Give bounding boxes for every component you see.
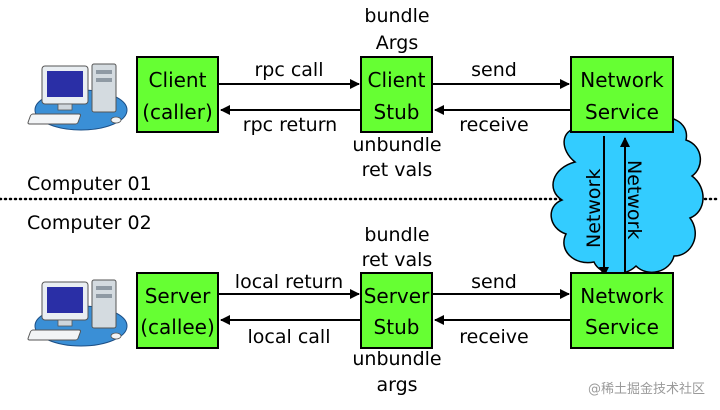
network-service-top-line1: Network xyxy=(580,68,664,92)
receive-top-label: receive xyxy=(459,114,528,136)
server-box-line1: Server xyxy=(145,284,211,308)
bundle-args-line2: Args xyxy=(376,32,418,54)
unbundle-ret-vals-line1: unbundle xyxy=(352,134,441,156)
local-return-label: local return xyxy=(235,271,343,293)
network-service-top-line2: Service xyxy=(585,100,659,124)
rpc-return-label: rpc return xyxy=(243,114,337,136)
server-stub-box: Server Stub xyxy=(360,272,433,349)
client-stub-line1: Client xyxy=(368,68,426,92)
send-top-label: send xyxy=(471,59,517,81)
network-service-bottom-line2: Service xyxy=(585,315,659,339)
network-service-bottom-box: Network Service xyxy=(570,272,674,349)
receive-bottom-label: receive xyxy=(459,326,528,348)
watermark: @稀土掘金技术社区 xyxy=(588,381,705,397)
network-service-top-box: Network Service xyxy=(570,56,674,133)
computer-02-label: Computer 02 xyxy=(27,212,152,234)
send-bottom-label: send xyxy=(471,271,517,293)
desktop-computer-icon xyxy=(27,279,128,347)
network-left-label: Network xyxy=(583,169,605,248)
bundle-args-line1: bundle xyxy=(364,5,429,27)
computer-01-label: Computer 01 xyxy=(27,173,152,195)
client-stub-box: Client Stub xyxy=(360,56,433,133)
network-right-label: Network xyxy=(623,160,645,239)
client-box-line2: (caller) xyxy=(142,100,213,124)
server-box: Server (callee) xyxy=(136,272,219,349)
bundle-ret-vals-line1: bundle xyxy=(364,224,429,246)
bundle-ret-vals-line2: ret vals xyxy=(362,249,433,271)
server-stub-line1: Server xyxy=(364,284,430,308)
network-service-bottom-line1: Network xyxy=(580,284,664,308)
client-box: Client (caller) xyxy=(136,56,219,133)
rpc-call-label: rpc call xyxy=(254,59,323,81)
unbundle-args-line1: unbundle xyxy=(352,348,441,370)
server-stub-line2: Stub xyxy=(374,315,420,339)
unbundle-ret-vals-line2: ret vals xyxy=(362,159,433,181)
client-stub-line2: Stub xyxy=(374,100,420,124)
unbundle-args-line2: args xyxy=(376,374,417,396)
server-box-line2: (callee) xyxy=(140,315,215,339)
local-call-label: local call xyxy=(248,326,331,348)
client-box-line1: Client xyxy=(149,68,207,92)
desktop-computer-icon xyxy=(27,63,128,131)
